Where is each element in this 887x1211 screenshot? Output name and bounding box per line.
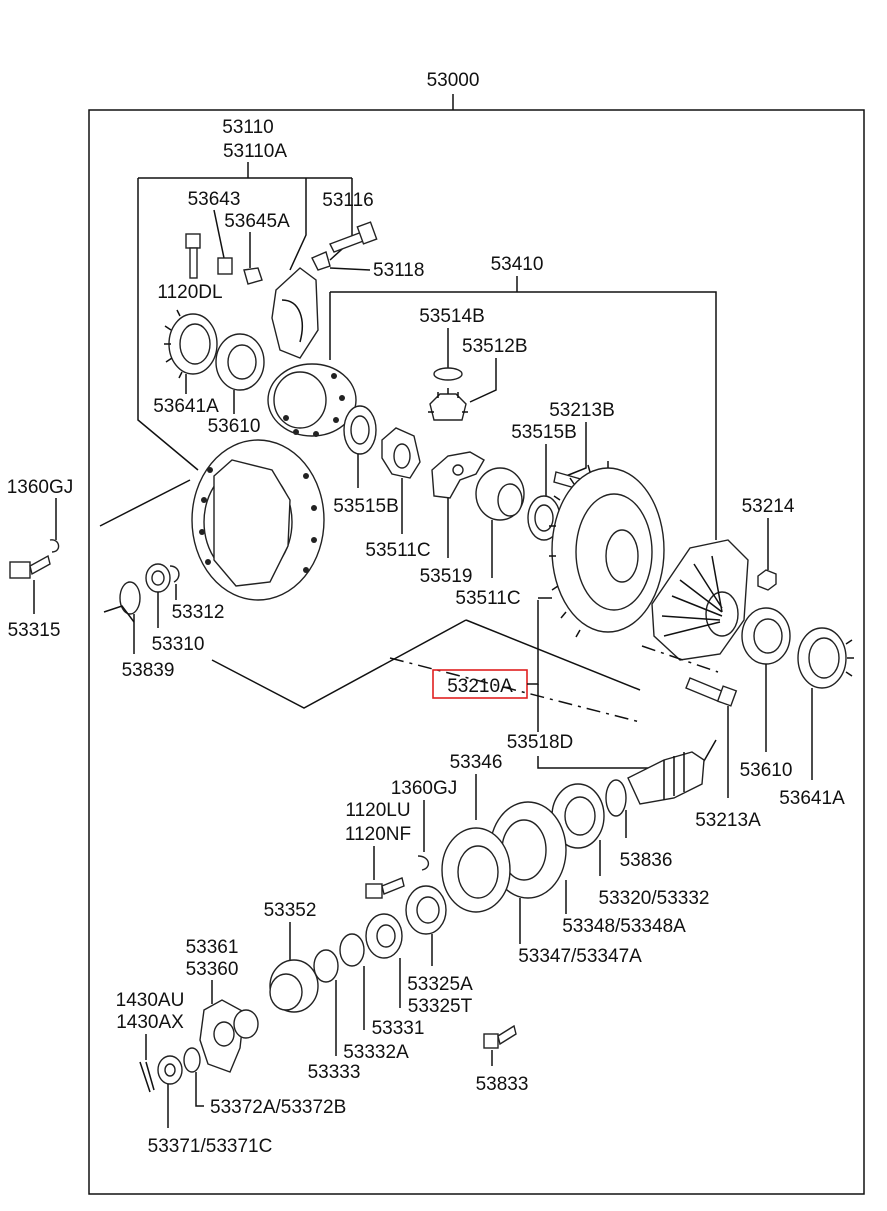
- bolt-53116-icon: [329, 221, 378, 253]
- bearing-right-icon: [741, 607, 791, 665]
- label-53519[interactable]: 53519: [420, 566, 473, 587]
- label-53515b-left[interactable]: 53515B: [333, 496, 399, 517]
- label-1120dl[interactable]: 1120DL: [157, 282, 222, 303]
- spider-53519-icon: [431, 451, 485, 499]
- label-53360[interactable]: 53360: [186, 959, 239, 980]
- label-53315[interactable]: 53315: [8, 620, 61, 641]
- label-53213a[interactable]: 53213A: [695, 810, 761, 831]
- label-53645a[interactable]: 53645A: [224, 211, 290, 232]
- bolt-1120lu-icon: [365, 877, 405, 899]
- pinion-housing-icon: [441, 827, 511, 913]
- label-53610-top[interactable]: 53610: [208, 416, 261, 437]
- nut-53371-icon: [157, 1055, 183, 1085]
- label-53372[interactable]: 53372A/53372B: [210, 1097, 346, 1118]
- label-53518d[interactable]: 53518D: [507, 732, 574, 753]
- label-53511c-right[interactable]: 53511C: [455, 588, 520, 609]
- circlip-53312-icon: [169, 565, 180, 583]
- label-53325a[interactable]: 53325A: [407, 974, 473, 995]
- bolt-53315-icon: [9, 554, 51, 579]
- diagram-frame: [88, 109, 865, 1195]
- lock-washer-icon: [243, 267, 263, 285]
- label-53352[interactable]: 53352: [264, 900, 317, 921]
- label-53371[interactable]: 53371/53371C: [148, 1136, 273, 1157]
- spacer-53331-icon: [365, 913, 403, 959]
- label-53346[interactable]: 53346: [450, 752, 503, 773]
- label-53643[interactable]: 53643: [188, 189, 241, 210]
- label-1120nf[interactable]: 1120NF: [345, 824, 411, 845]
- pinion-retainer-icon: [489, 801, 567, 899]
- label-53214[interactable]: 53214: [742, 496, 795, 517]
- drive-pinion-icon: [627, 751, 705, 805]
- bearing-53325-icon: [405, 885, 447, 935]
- assembly-number: 53000: [427, 70, 480, 91]
- label-53361[interactable]: 53361: [186, 937, 239, 958]
- cotter-pin-icon: [139, 1061, 155, 1093]
- snap-ring-icon: [49, 539, 60, 553]
- washer-53333-icon: [313, 949, 339, 983]
- clip-53118-icon: [311, 251, 331, 271]
- label-53410[interactable]: 53410: [491, 254, 544, 275]
- label-53333[interactable]: 53333: [308, 1062, 361, 1083]
- seal-53839-icon: [119, 581, 141, 615]
- label-53325t[interactable]: 53325T: [408, 996, 473, 1017]
- bolt-1120dl-icon: [185, 233, 201, 279]
- label-53641a-right[interactable]: 53641A: [779, 788, 845, 809]
- washer-53372-icon: [183, 1047, 201, 1073]
- label-53833[interactable]: 53833: [476, 1074, 529, 1095]
- snap-ring-mid-icon: [417, 855, 429, 871]
- label-53312[interactable]: 53312: [172, 602, 225, 623]
- nut-53214-icon: [757, 569, 777, 591]
- label-53118[interactable]: 53118: [373, 260, 424, 281]
- label-53641a-top[interactable]: 53641A: [153, 396, 219, 417]
- label-1430au[interactable]: 1430AU: [116, 990, 185, 1011]
- adjuster-nut-right-icon: [797, 627, 854, 689]
- label-1360gj-left[interactable]: 1360GJ: [7, 477, 74, 498]
- oil-seal-53352-icon: [269, 959, 319, 1013]
- label-53514b[interactable]: 53514B: [419, 306, 485, 327]
- bearing-left-icon: [215, 333, 265, 391]
- differential-case-right-icon: [651, 539, 749, 661]
- label-53110a[interactable]: 53110A: [223, 141, 287, 162]
- bearing-53320-icon: [551, 783, 605, 849]
- label-53320-53332[interactable]: 53320/53332: [599, 888, 710, 909]
- label-53512b[interactable]: 53512B: [462, 336, 528, 357]
- label-53310[interactable]: 53310: [152, 634, 205, 655]
- label-1430ax[interactable]: 1430AX: [116, 1012, 184, 1033]
- highlight-53210a[interactable]: 53210A: [432, 669, 528, 699]
- label-53511c-left[interactable]: 53511C: [365, 540, 430, 561]
- shim-53836-icon: [605, 779, 627, 817]
- ring-gear-icon: [549, 461, 665, 638]
- bearing-cap-icon: [271, 267, 319, 359]
- label-53610-right[interactable]: 53610: [740, 760, 793, 781]
- label-53347[interactable]: 53347/53347A: [518, 946, 642, 967]
- lock-plate-icon: [217, 257, 233, 275]
- label-1360gj-mid[interactable]: 1360GJ: [391, 778, 458, 799]
- label-53348[interactable]: 53348/53348A: [562, 916, 686, 937]
- companion-flange-icon: [199, 999, 259, 1073]
- label-1120lu[interactable]: 1120LU: [345, 800, 410, 821]
- bearing-53310-icon: [145, 563, 171, 593]
- side-gear-right-icon: [475, 467, 525, 521]
- washer-53514b-icon: [433, 367, 463, 381]
- carrier-housing-icon: [191, 439, 325, 601]
- label-53331[interactable]: 53331: [372, 1018, 425, 1039]
- label-53836[interactable]: 53836: [620, 850, 673, 871]
- bolt-53833-icon: [483, 1024, 517, 1049]
- label-53332a[interactable]: 53332A: [343, 1042, 409, 1063]
- label-53213b[interactable]: 53213B: [549, 400, 615, 421]
- washer-53332a-icon: [339, 933, 365, 967]
- differential-case-icon: [267, 363, 357, 437]
- label-53116[interactable]: 53116: [322, 190, 373, 211]
- label-53210a[interactable]: 53210A: [447, 676, 513, 697]
- bolt-53213a-icon: [685, 677, 738, 707]
- label-53839[interactable]: 53839: [122, 660, 175, 681]
- label-53515b-right[interactable]: 53515B: [511, 422, 577, 443]
- side-gear-left-icon: [381, 427, 421, 479]
- label-53110[interactable]: 53110: [222, 117, 273, 138]
- pinion-gear-53512b-icon: [428, 388, 468, 421]
- adjuster-nut-left-icon: [164, 309, 218, 379]
